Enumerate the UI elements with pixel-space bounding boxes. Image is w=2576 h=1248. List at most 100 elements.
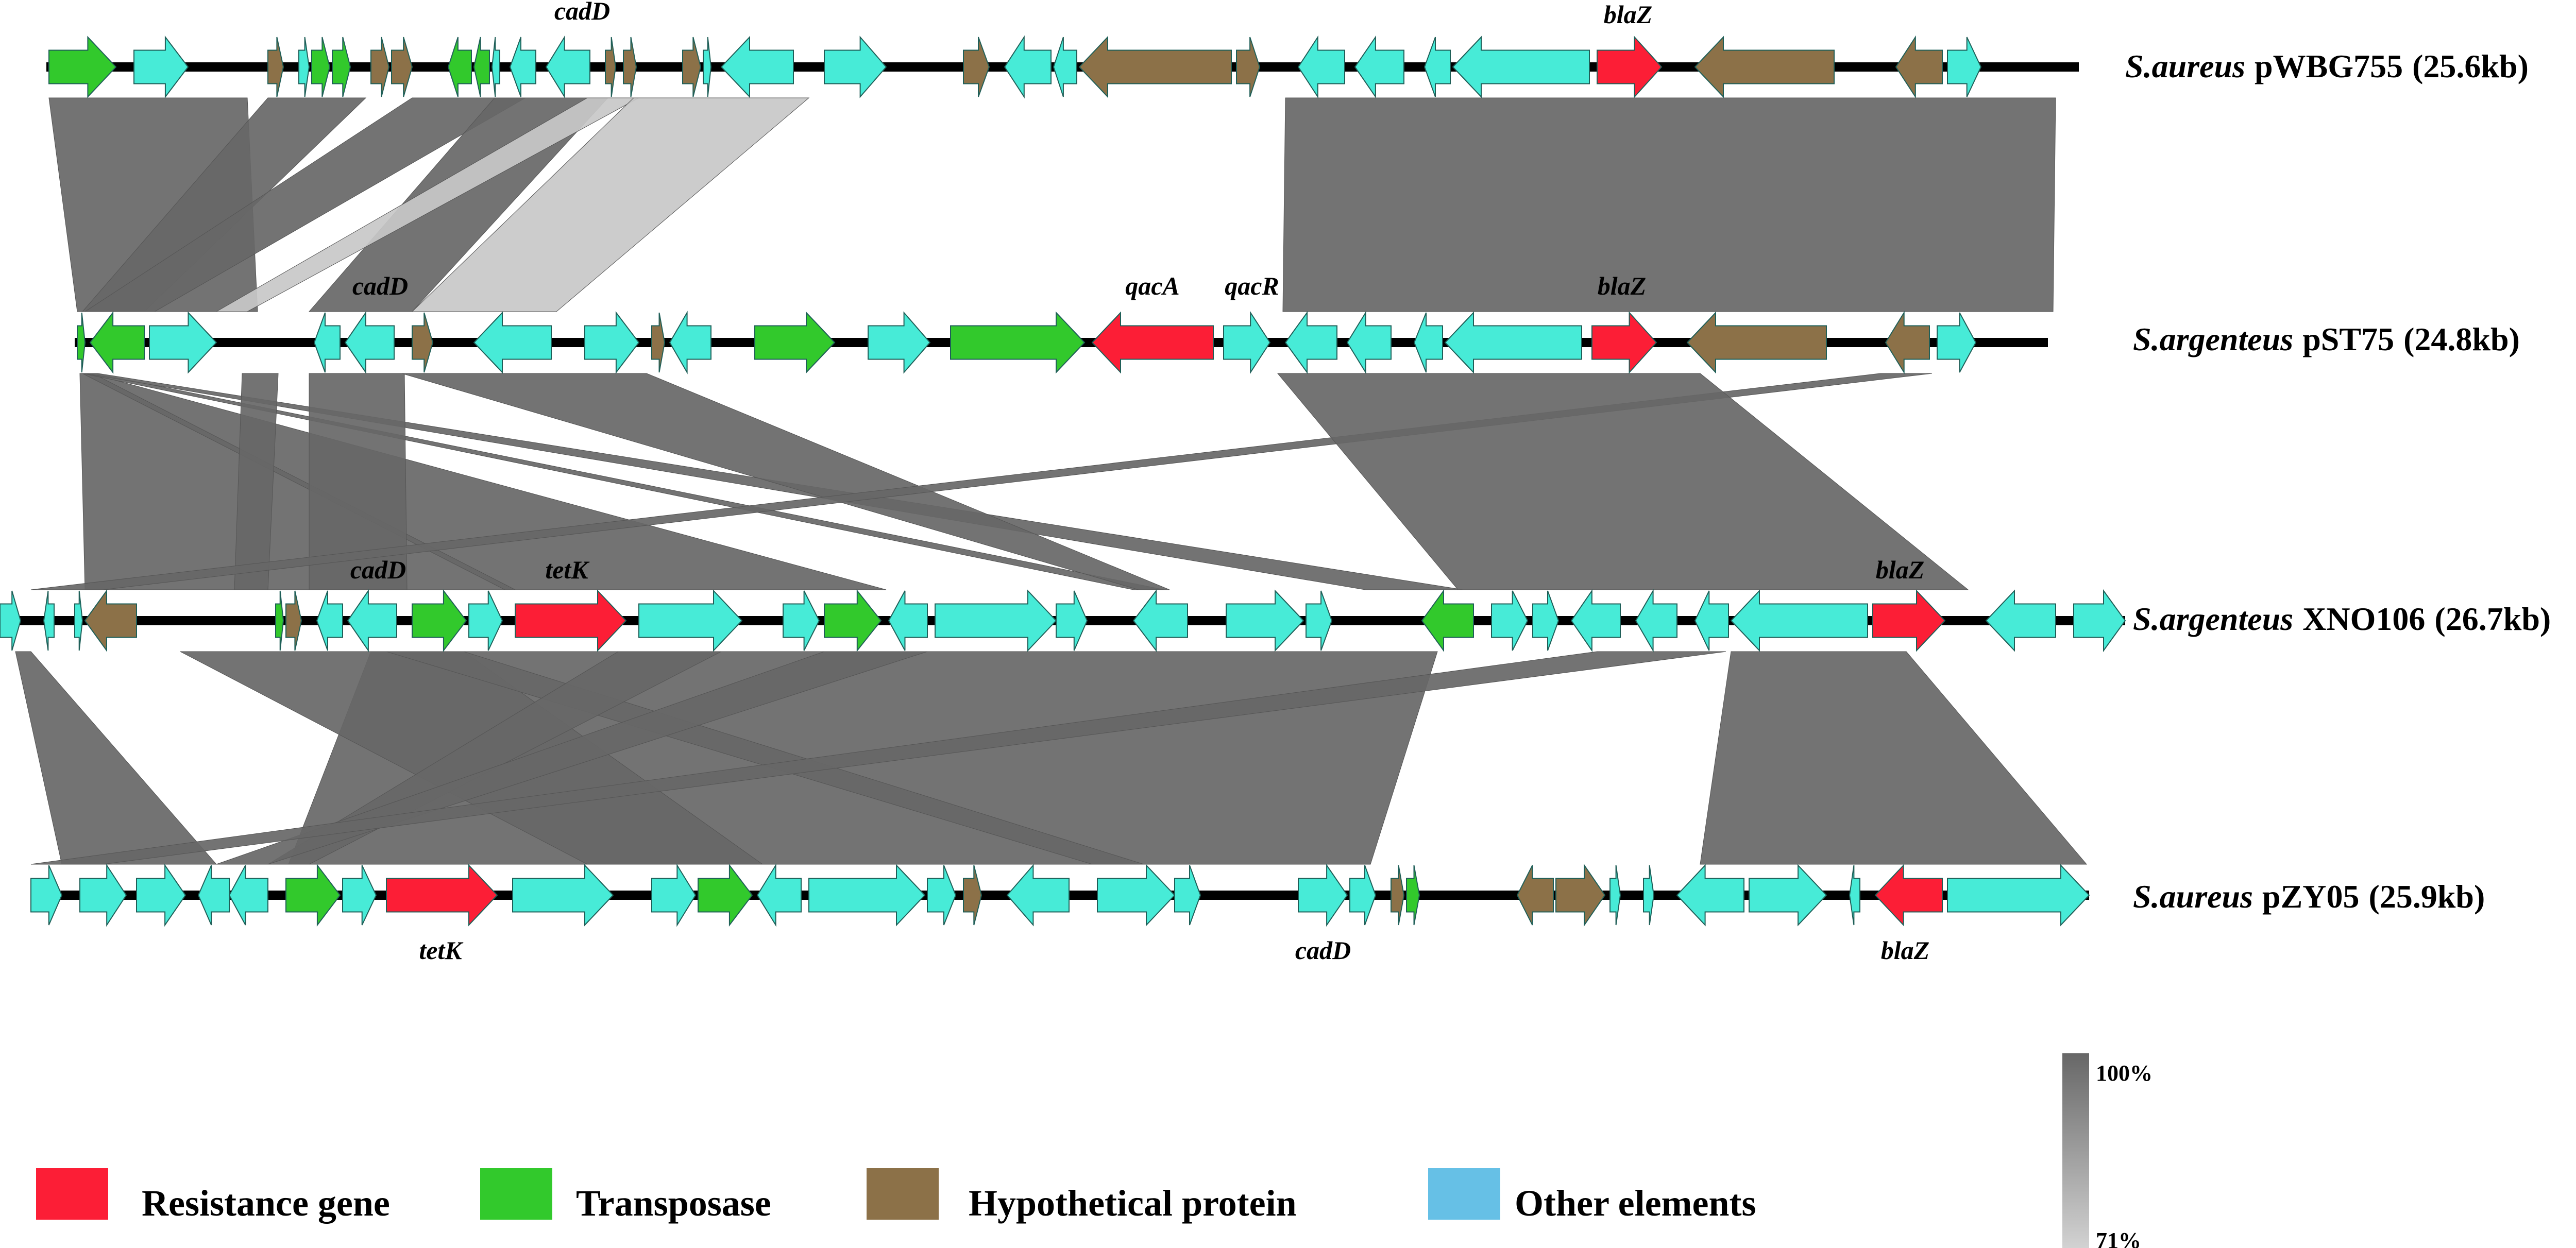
gene-arrow-other	[197, 865, 230, 926]
gene-arrow-other	[1609, 865, 1621, 926]
gene-arrow-other	[1004, 35, 1052, 99]
gene-arrow-other	[638, 589, 743, 652]
gene-arrow-other	[935, 589, 1057, 652]
legend-swatch-resistance	[36, 1168, 108, 1220]
gene-label-qacR-row2: qacR	[1225, 271, 1279, 300]
gene-arrow-hypothetical	[623, 37, 637, 97]
legend-swatch-transposase	[480, 1168, 552, 1220]
gene-arrow-hypothetical	[1391, 865, 1405, 926]
gene-arrow-other	[1297, 35, 1345, 99]
gene-arrow-transposase	[824, 589, 882, 652]
gene-arrow-other	[669, 311, 711, 374]
gene-arrow-hypothetical	[963, 37, 990, 97]
gene-arrow-transposase	[77, 312, 86, 373]
gene-arrow-other	[824, 36, 887, 98]
gene-arrow-other	[1491, 590, 1529, 651]
gene-arrow-transposase	[1421, 589, 1474, 653]
legend-label-hypothetical: Hypothetical protein	[969, 1183, 1297, 1224]
gene-arrow-other	[888, 590, 928, 651]
legend-label-other: Other elements	[1515, 1183, 1756, 1224]
gene-arrow-other	[1349, 865, 1377, 926]
homology-link	[84, 97, 527, 312]
gene-label-tetK-row3: tetK	[545, 555, 590, 584]
gene-arrow-transposase	[311, 37, 331, 97]
gene-arrow-resistance	[1874, 864, 1943, 927]
homology-link	[30, 651, 1726, 865]
gene-arrow-other	[808, 864, 926, 927]
gene-arrow-other	[1452, 36, 1590, 98]
gene-arrow-hypothetical	[267, 37, 284, 97]
gene-arrow-other	[927, 865, 957, 926]
gene-arrow-other	[473, 311, 552, 374]
gene-arrow-other	[136, 863, 187, 927]
gene-arrow-other	[1849, 865, 1860, 926]
gene-arrow-other	[783, 590, 820, 651]
gene-arrow-hypothetical	[1885, 311, 1930, 374]
gene-arrow-transposase	[332, 37, 351, 97]
gene-arrow-other	[1643, 865, 1655, 926]
gene-arrow-other	[149, 311, 217, 374]
gene-arrow-other	[347, 589, 397, 653]
plasmid-species: S.argenteus	[2133, 601, 2293, 637]
gene-arrow-other	[1749, 864, 1827, 927]
homology-link	[215, 97, 639, 312]
gene-arrow-other	[545, 35, 590, 99]
legend-swatch-hypothetical	[867, 1168, 939, 1220]
gene-arrow-hypothetical	[651, 312, 666, 373]
gene-arrow-resistance	[1597, 36, 1663, 98]
plasmid-size: (25.9kb)	[2369, 878, 2485, 915]
homology-link	[1282, 97, 2056, 312]
gene-label-blaZ-row1: blaZ	[1604, 0, 1652, 29]
homology-link	[401, 373, 1170, 590]
legend-swatch-other	[1428, 1168, 1500, 1220]
gene-arrow-transposase	[48, 36, 117, 98]
homology-link	[411, 97, 810, 312]
legend: Resistance gene Transposase Hypothetical…	[36, 1168, 1756, 1224]
gene-label-cadD-row4: cadD	[1295, 936, 1351, 965]
gene-arrow-other	[43, 590, 55, 651]
gene-arrow-transposase	[1406, 865, 1420, 926]
plasmid-species: S.aureus	[2125, 48, 2245, 84]
gene-label-blaZ-row4: blaZ	[1881, 936, 1929, 965]
plasmid-size: (25.6kb)	[2412, 48, 2529, 84]
homology-link	[309, 373, 408, 590]
legend-label-resistance: Resistance gene	[142, 1183, 390, 1224]
gene-arrow-other	[1635, 589, 1677, 653]
gene-arrow-other	[584, 311, 640, 374]
identity-scale-max: 100%	[2096, 1061, 2153, 1086]
gene-arrow-transposase	[412, 589, 467, 652]
gene-arrow-transposase	[285, 864, 341, 927]
plasmid-species: S.aureus	[2133, 878, 2253, 915]
gene-label-cadD-row3: cadD	[350, 555, 406, 584]
gene-label-cadD-row1: cadD	[554, 0, 610, 25]
gene-arrow-other	[1570, 589, 1621, 653]
gene-arrow-other	[1413, 312, 1443, 373]
gene-arrow-hypothetical	[1236, 37, 1261, 97]
gene-arrow-other	[1056, 590, 1088, 651]
gene-arrow-other	[1532, 590, 1560, 651]
gene-arrow-other	[1298, 863, 1348, 927]
gene-arrow-other	[2073, 589, 2126, 653]
gene-arrow-other	[509, 37, 536, 97]
gene-arrow-other	[313, 312, 341, 373]
gene-arrow-hypothetical	[285, 590, 302, 651]
gene-arrow-other	[1346, 311, 1392, 374]
gene-arrow-other	[1053, 37, 1077, 97]
identity-scale-min: 71%	[2096, 1228, 2141, 1248]
gene-arrow-other	[1444, 311, 1582, 374]
gene-arrow-other	[1985, 589, 2056, 652]
gene-label-qacA-row2: qacA	[1125, 271, 1180, 300]
gene-arrow-other	[1006, 864, 1070, 927]
gene-arrow-other	[1730, 589, 1868, 652]
gene-arrow-transposase	[447, 37, 472, 97]
gene-arrow-other	[703, 37, 712, 97]
gene-arrow-hypothetical	[682, 37, 702, 97]
gene-arrow-other	[344, 311, 395, 374]
plasmid-size: (24.8kb)	[2403, 321, 2520, 357]
homology-link	[1700, 651, 2088, 865]
gene-arrow-other	[491, 37, 500, 97]
